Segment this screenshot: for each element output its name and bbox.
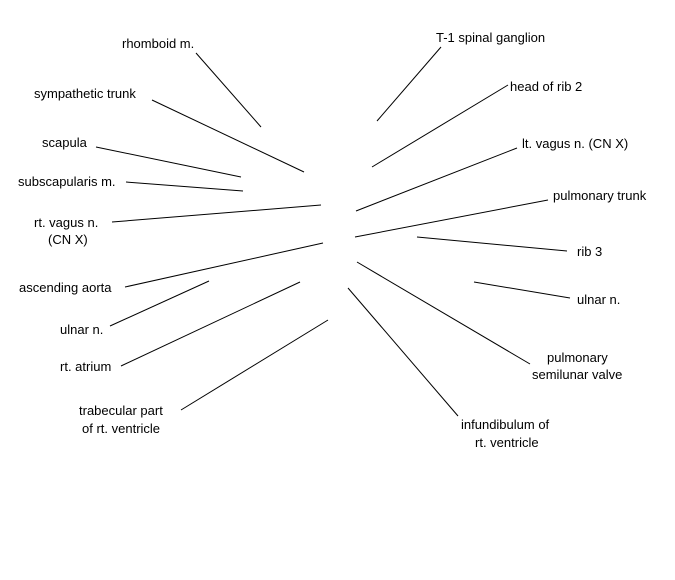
label-pulmonary-trunk: pulmonary trunk xyxy=(553,188,647,203)
label-infundibulum-line2: rt. ventricle xyxy=(475,435,539,450)
label-rt-atrium: rt. atrium xyxy=(60,359,111,374)
label-rib3: rib 3 xyxy=(577,244,602,259)
label-subscapularis: subscapularis m. xyxy=(18,174,116,189)
leader-rib3 xyxy=(416,236,568,252)
label-pulm-valve-line1: pulmonary xyxy=(547,350,608,365)
leader-pulmonary-trunk xyxy=(354,199,549,238)
label-trabecular-line1: trabecular part xyxy=(79,403,163,418)
label-ascending-aorta: ascending aorta xyxy=(19,280,112,295)
leader-lt-vagus xyxy=(355,147,518,212)
leader-scapula xyxy=(95,146,242,178)
label-rt-vagus-line2: (CN X) xyxy=(48,232,88,247)
leader-t1-ganglion xyxy=(376,46,442,122)
label-ulnar-right: ulnar n. xyxy=(577,292,620,307)
label-trabecular-line2: of rt. ventricle xyxy=(82,421,160,436)
leader-rt-vagus xyxy=(111,204,322,223)
leader-ascending-aorta xyxy=(124,242,324,288)
label-lt-vagus: lt. vagus n. (CN X) xyxy=(522,136,628,151)
leader-lines xyxy=(95,46,571,417)
label-t1-ganglion: T-1 spinal ganglion xyxy=(436,30,545,45)
label-infundibulum-line1: infundibulum of xyxy=(461,417,550,432)
label-scapula: scapula xyxy=(42,135,88,150)
leader-rt-atrium xyxy=(120,281,301,367)
leader-infundibulum xyxy=(347,287,459,417)
right-labels: T-1 spinal ganglion head of rib 2 lt. va… xyxy=(436,30,647,450)
label-sympathetic-trunk: sympathetic trunk xyxy=(34,86,136,101)
leader-ulnar-right xyxy=(473,281,571,299)
leader-trabecular xyxy=(180,319,329,411)
leader-pulm-valve xyxy=(356,261,531,365)
leader-head-rib2 xyxy=(371,84,509,168)
label-ulnar-left: ulnar n. xyxy=(60,322,103,337)
label-pulm-valve-line2: semilunar valve xyxy=(532,367,622,382)
label-head-rib2: head of rib 2 xyxy=(510,79,582,94)
leader-subscapularis xyxy=(125,181,244,192)
leader-ulnar-left xyxy=(109,280,210,327)
left-labels: rhomboid m. sympathetic trunk scapula su… xyxy=(18,36,194,436)
leader-sympathetic-trunk xyxy=(151,99,305,173)
leader-rhomboid xyxy=(195,52,262,128)
label-rt-vagus-line1: rt. vagus n. xyxy=(34,215,98,230)
label-rhomboid: rhomboid m. xyxy=(122,36,194,51)
